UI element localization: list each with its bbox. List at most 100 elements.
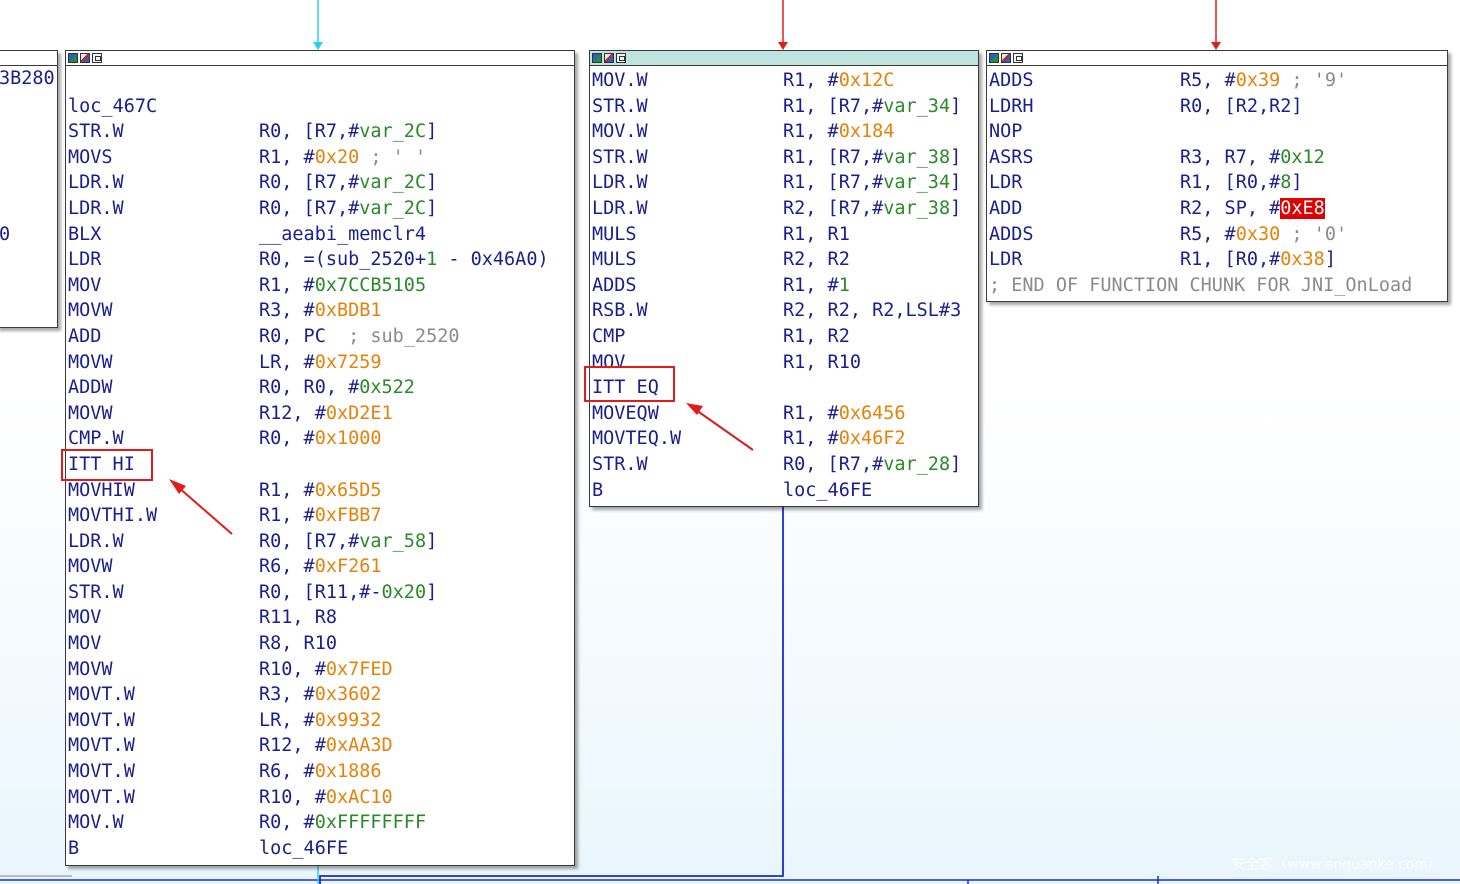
operand-token: 0xBDB1 xyxy=(314,300,382,322)
graph-color-icon[interactable] xyxy=(592,53,602,63)
operand-token: ] xyxy=(426,121,438,143)
instruction-line[interactable] xyxy=(66,68,574,94)
mnemonic: RSB.W xyxy=(592,300,648,322)
operand-token: R3, # xyxy=(259,684,315,706)
mnemonic: MOV xyxy=(68,633,102,655)
operand-token: 0x1886 xyxy=(314,761,382,783)
operands: LR, #0x9932 xyxy=(259,708,382,734)
mnemonic: LDR xyxy=(989,172,1023,194)
instruction-line[interactable]: BLX__aeabi_memclr4 xyxy=(66,222,574,248)
operand-token: R1, # xyxy=(783,428,839,450)
operand-token: R5, # xyxy=(1180,223,1236,245)
partial-digit: 0 xyxy=(0,224,11,245)
operand-token: var_34 xyxy=(883,172,951,194)
operand-token: 0x7FED xyxy=(325,658,393,680)
left-partial-node[interactable]: 3B280 0 xyxy=(0,50,58,328)
window-icon[interactable] xyxy=(616,53,626,63)
operand-token: 0x20 xyxy=(381,581,427,603)
annotation-box-itt-eq xyxy=(584,366,675,402)
mnemonic: STR.W xyxy=(68,121,124,143)
operand-token: R5, # xyxy=(1180,70,1236,91)
operand-token: 0x7259 xyxy=(314,351,382,373)
window-icon[interactable] xyxy=(92,53,102,63)
mnemonic: ADDS xyxy=(989,70,1034,91)
instruction-line[interactable]: ITT EQ xyxy=(590,375,978,401)
operand-token: 0xD2E1 xyxy=(325,402,393,424)
node-titlebar xyxy=(987,51,1447,66)
graph-color-icon[interactable] xyxy=(989,53,999,63)
operand-token: R0, [R11,#- xyxy=(259,581,382,603)
operand-token: R1, R10 xyxy=(783,351,861,373)
operand-token: 0x6456 xyxy=(838,402,906,424)
window-icon[interactable] xyxy=(1013,53,1023,63)
operands: R0, [R11,#-0x20] xyxy=(259,580,437,606)
operands: R0, [R7,#var_2C] xyxy=(259,170,437,196)
edit-icon[interactable] xyxy=(604,53,614,63)
edit-icon[interactable] xyxy=(1001,53,1011,63)
operand-token: R10, # xyxy=(259,658,326,680)
instruction-line[interactable]: ITT HI xyxy=(66,452,574,478)
instruction-line[interactable]: ; END OF FUNCTION CHUNK FOR JNI_OnLoad xyxy=(987,273,1447,299)
mnemonic: LDR xyxy=(68,249,102,271)
edit-icon[interactable] xyxy=(80,53,90,63)
mnemonic: MOVT.W xyxy=(68,761,135,783)
instruction-line[interactable]: NOP xyxy=(987,119,1447,145)
mnemonic: MOVW xyxy=(68,402,113,424)
graph-color-icon[interactable] xyxy=(68,53,78,63)
instruction-line[interactable]: loc_467C xyxy=(66,94,574,120)
